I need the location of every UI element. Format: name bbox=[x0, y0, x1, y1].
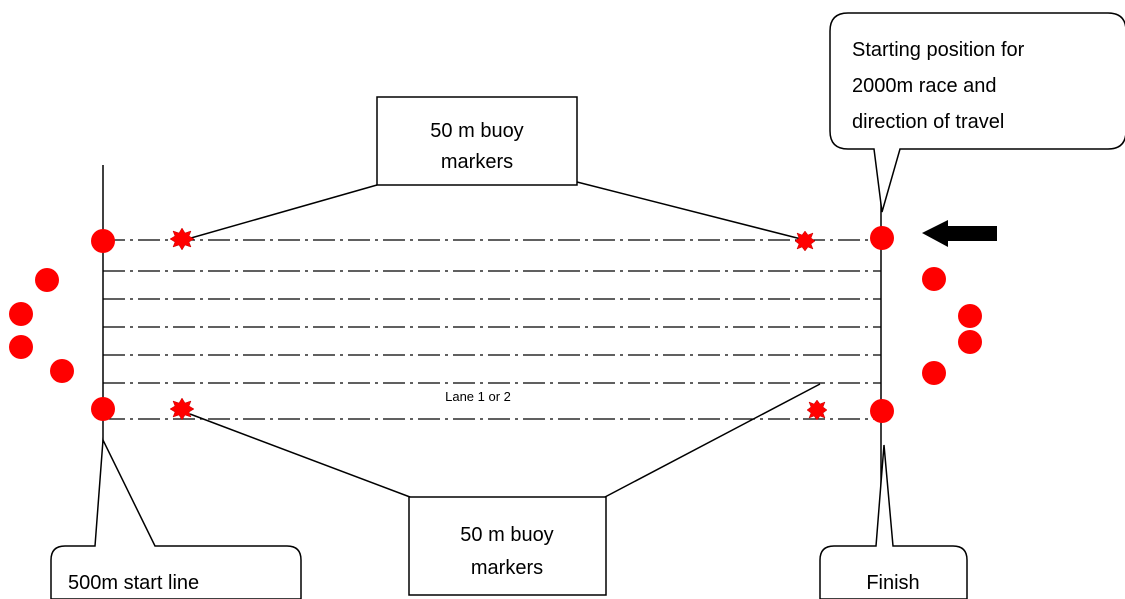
buoy-right-cluster bbox=[922, 267, 946, 291]
top-buoy-callout-box bbox=[376, 96, 578, 186]
buoy-start-top bbox=[91, 229, 115, 253]
buoy-finish-bottom bbox=[870, 399, 894, 423]
star-buoy bbox=[169, 397, 195, 421]
start-line-callout-text: 500m start line bbox=[68, 572, 199, 594]
start-position-callout-line-2: 2000m race and bbox=[852, 75, 997, 97]
buoy-left-cluster bbox=[50, 359, 74, 383]
star-buoy bbox=[169, 227, 195, 251]
lane-lines bbox=[103, 239, 881, 420]
bottom-buoy-callout-line-1: 50 m buoy bbox=[460, 524, 553, 546]
bottom-buoy-callout-box bbox=[408, 496, 607, 596]
top-pointer-right bbox=[576, 181, 806, 241]
star-buoy bbox=[794, 230, 816, 252]
top-buoy-callout-line-2: markers bbox=[441, 151, 513, 173]
star-buoy bbox=[806, 399, 828, 421]
buoy-left-cluster bbox=[9, 302, 33, 326]
bottom-buoy-callout-line-2: markers bbox=[471, 557, 543, 579]
round-buoys bbox=[9, 226, 982, 423]
start-position-callout-line-1: Starting position for bbox=[852, 39, 1025, 61]
direction-arrow-icon bbox=[922, 220, 997, 247]
finish-callout-text: Finish bbox=[866, 572, 919, 594]
top-pointer-left bbox=[183, 184, 378, 241]
star-buoys bbox=[169, 227, 828, 421]
lane-label: Lane 1 or 2 bbox=[445, 389, 511, 404]
buoy-start-bottom bbox=[91, 397, 115, 421]
start-line-callout-box bbox=[50, 437, 302, 599]
buoy-right-cluster bbox=[922, 361, 946, 385]
buoy-left-cluster bbox=[9, 335, 33, 359]
finish-callout-box bbox=[819, 444, 968, 599]
buoy-right-cluster bbox=[958, 330, 982, 354]
top-buoy-callout-line-1: 50 m buoy bbox=[430, 120, 523, 142]
buoy-finish-top bbox=[870, 226, 894, 250]
start-position-callout-line-3: direction of travel bbox=[852, 111, 1004, 133]
bottom-pointer-left bbox=[189, 413, 411, 498]
bottom-pointer-right bbox=[604, 383, 821, 498]
buoy-left-cluster bbox=[35, 268, 59, 292]
buoy-right-cluster bbox=[958, 304, 982, 328]
